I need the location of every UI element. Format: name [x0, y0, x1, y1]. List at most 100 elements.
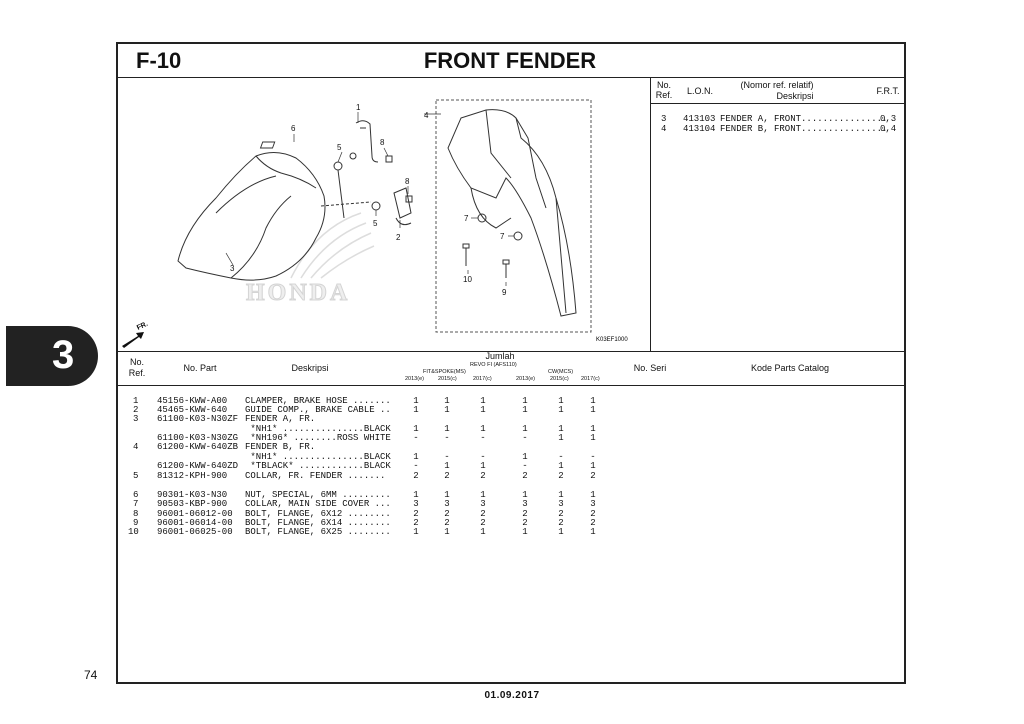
parts-header-deskripsi: Deskripsi: [291, 363, 329, 373]
year-col-2: 2015(c): [438, 376, 457, 382]
quantity-cell: 1: [480, 424, 486, 434]
parts-header-jumlah: Jumlah: [485, 351, 515, 361]
quantity-cell: -: [480, 433, 486, 443]
quantity-cell: 1: [558, 527, 564, 537]
callout-7a: 7: [464, 214, 469, 223]
description-cell: FENDER B, FR.: [245, 442, 316, 452]
part-number-cell: 90503-KBP-900: [157, 499, 228, 509]
part-number-cell: 61100-K03-N30ZG: [157, 433, 239, 443]
quantity-cell: -: [558, 452, 564, 462]
quantity-cell: 1: [444, 396, 450, 406]
part-number-cell: 45156-KWW-A00: [157, 396, 228, 406]
honda-watermark: HONDA: [246, 280, 350, 306]
frt-header-desc-top: (Nomor ref. relatif): [740, 80, 814, 90]
quantity-cell: 1: [590, 433, 596, 443]
quantity-cell: 1: [444, 527, 450, 537]
quantity-cell: 1: [522, 527, 528, 537]
callout-5b: 5: [373, 219, 378, 228]
ref-cell: 2: [133, 405, 139, 415]
callout-1: 1: [356, 103, 361, 112]
quantity-cell: -: [522, 461, 528, 471]
part-number-cell: 61100-K03-N30ZF: [157, 414, 239, 424]
description-cell: COLLAR, FR. FENDER .......: [245, 471, 386, 481]
description-cell: *TBLACK* ............BLACK: [245, 461, 391, 471]
exploded-diagram: HONDA: [122, 99, 628, 348]
quantity-cell: 3: [522, 499, 528, 509]
diagram-divider: [650, 77, 651, 351]
description-cell: *NH196* ........ROSS WHITE: [245, 433, 391, 443]
callout-2: 2: [396, 233, 401, 242]
callout-3: 3: [230, 264, 235, 273]
quantity-cell: 1: [444, 424, 450, 434]
quantity-cell: 2: [558, 509, 564, 519]
description-cell: BOLT, FLANGE, 6X25 ........: [245, 527, 391, 537]
chapter-tab: 3: [6, 326, 98, 386]
quantity-cell: 1: [558, 396, 564, 406]
year-col-4: 2013(e): [516, 376, 535, 382]
description-cell: CLAMPER, BRAKE HOSE .......: [245, 396, 391, 406]
quantity-cell: 2: [522, 518, 528, 528]
title-divider: [116, 77, 906, 78]
quantity-cell: 1: [590, 405, 596, 415]
quantity-cell: 2: [480, 518, 486, 528]
quantity-cell: 2: [413, 518, 419, 528]
part-number-cell: 96001-06014-00: [157, 518, 233, 528]
quantity-cell: 1: [558, 490, 564, 500]
description-cell: *NH1* ...............BLACK: [245, 424, 391, 434]
quantity-cell: 2: [413, 509, 419, 519]
description-cell: COLLAR, MAIN SIDE COVER ...: [245, 499, 391, 509]
callout-7b: 7: [500, 232, 505, 241]
description-cell: FENDER A, FR.: [245, 414, 316, 424]
frt-header-desc: Deskripsi: [776, 91, 814, 101]
parts-header-cw: CW(MCS): [548, 369, 574, 375]
brake-hose-parts: [259, 120, 413, 226]
quantity-cell: 2: [444, 518, 450, 528]
parts-header-no-seri: No. Seri: [633, 363, 667, 373]
quantity-cell: 2: [413, 471, 419, 481]
quantity-cell: 2: [590, 509, 596, 519]
quantity-cell: 1: [480, 461, 486, 471]
quantity-cell: 2: [480, 471, 486, 481]
parts-header-model: REVO FI (AFS110): [470, 362, 517, 368]
ref-cell: 1: [133, 396, 139, 406]
quantity-cell: 3: [444, 499, 450, 509]
callout-6: 6: [291, 124, 296, 133]
quantity-cell: 1: [413, 396, 419, 406]
quantity-cell: 1: [558, 424, 564, 434]
quantity-cell: 1: [413, 405, 419, 415]
quantity-cell: 1: [413, 527, 419, 537]
quantity-cell: 1: [480, 405, 486, 415]
description-cell: BOLT, FLANGE, 6X14 ........: [245, 518, 391, 528]
quantity-cell: 1: [480, 490, 486, 500]
part-number-cell: 96001-06012-00: [157, 509, 233, 519]
quantity-cell: -: [444, 452, 450, 462]
quantity-cell: 1: [558, 405, 564, 415]
image-code: K03EF1000: [596, 337, 628, 343]
quantity-cell: 2: [522, 471, 528, 481]
description-cell: BOLT, FLANGE, 6X12 ........: [245, 509, 391, 519]
quantity-cell: 2: [558, 471, 564, 481]
fasteners: [462, 213, 523, 278]
parts-table-header-bottom: [116, 385, 906, 386]
quantity-cell: -: [480, 452, 486, 462]
parts-header-kode: Kode Parts Catalog: [750, 363, 830, 373]
parts-header-fit: FIT&SPOKE(MS): [423, 369, 466, 375]
quantity-cell: 1: [413, 490, 419, 500]
description-cell: NUT, SPECIAL, 6MM .........: [245, 490, 391, 500]
callout-leaders: [225, 112, 514, 286]
fender-b-drawing: [447, 109, 577, 317]
quantity-cell: 2: [590, 471, 596, 481]
print-date: 01.09.2017: [484, 690, 540, 701]
quantity-cell: 2: [444, 471, 450, 481]
quantity-cell: 1: [444, 490, 450, 500]
quantity-cell: 1: [480, 396, 486, 406]
description-cell: *NH1* ...............BLACK: [245, 452, 391, 462]
quantity-cell: 1: [590, 527, 596, 537]
description-cell: GUIDE COMP., BRAKE CABLE ..: [245, 405, 391, 415]
ref-cell: 3: [133, 414, 139, 424]
ref-cell: 9: [133, 518, 139, 528]
part-number-cell: 61200-KWW-640ZD: [157, 461, 239, 471]
callout-8a: 8: [380, 138, 385, 147]
quantity-cell: 2: [444, 509, 450, 519]
quantity-cell: 1: [522, 405, 528, 415]
